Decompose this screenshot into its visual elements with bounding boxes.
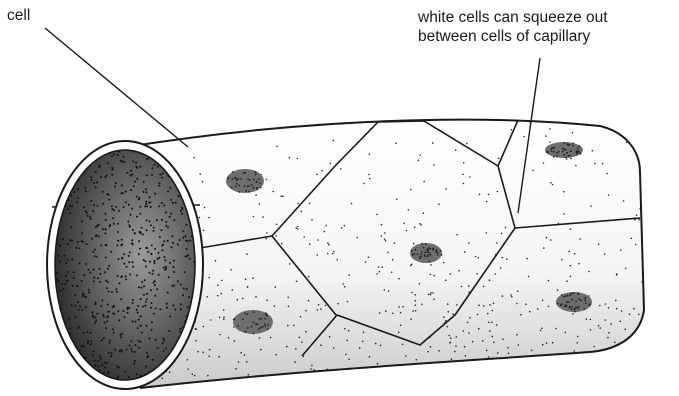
white-cells-label-line-2: between cells of capillary [418,27,608,46]
capillary-opening [47,141,203,389]
white-cells-label-line-1: white cells can squeeze out [418,8,608,27]
cell-label: cell [7,6,30,25]
cell-leader-line [45,28,188,147]
white-cells-label: white cells can squeeze out between cell… [418,8,608,46]
